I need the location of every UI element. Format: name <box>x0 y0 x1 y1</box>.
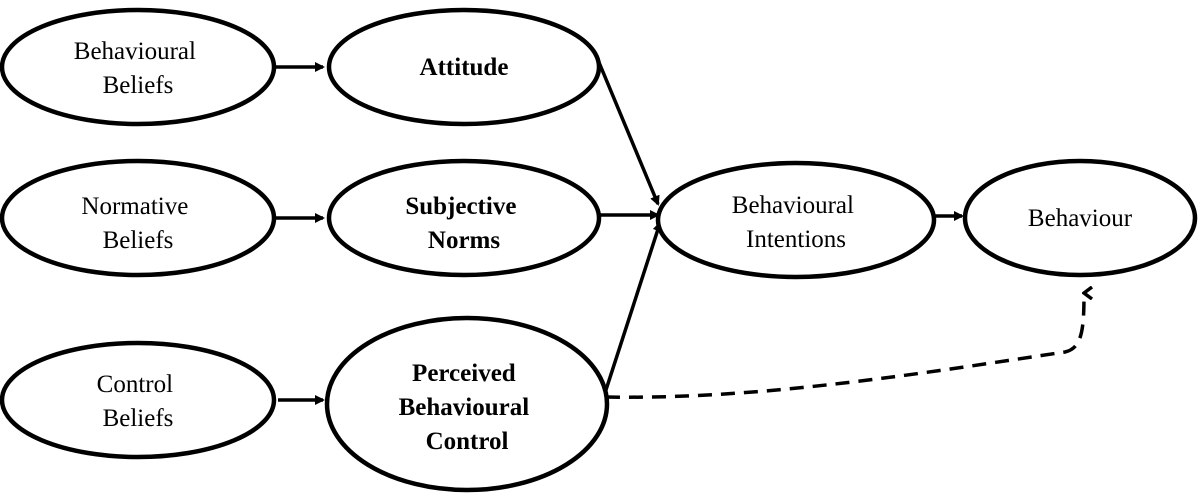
label-line: Behavioural <box>732 192 854 219</box>
label-line: Control <box>426 428 509 455</box>
label-line: Norms <box>428 227 500 254</box>
label-line: Attitude <box>420 54 509 81</box>
label-line: Beliefs <box>103 72 174 99</box>
node-behavioural-beliefs-label: Behavioural Beliefs <box>74 38 202 99</box>
edges-layer <box>276 59 1084 405</box>
node-normative-beliefs-label: Normative Beliefs <box>81 193 194 254</box>
label-line: Behavioural <box>399 394 530 421</box>
label-line: Perceived <box>412 360 516 387</box>
node-control-beliefs: Control Beliefs <box>0 340 277 460</box>
node-behavioural-intentions: Behavioural Intentions <box>655 160 937 280</box>
label-line: Beliefs <box>103 227 174 254</box>
node-attitude-label: Attitude <box>420 54 509 81</box>
label-line: Normative <box>81 193 188 220</box>
node-perceived-behavioural-control: Perceived Behavioural Control <box>324 315 610 493</box>
edge-perceived-control-to-behaviour-dashed <box>605 293 1084 399</box>
node-subjective-norms-label: Subjective Norms <box>405 193 522 254</box>
label-line: Beliefs <box>103 405 174 432</box>
node-behaviour-label: Behaviour <box>1028 205 1133 232</box>
label-line: Intentions <box>746 226 846 253</box>
label-line: Behavioural <box>74 38 196 65</box>
label-line: Control <box>97 371 173 398</box>
node-behavioural-beliefs: Behavioural Beliefs <box>0 7 277 127</box>
node-behaviour: Behaviour <box>962 158 1198 278</box>
node-attitude: Attitude <box>326 7 602 127</box>
edge-attitude-to-behavioural-intentions <box>596 59 660 206</box>
node-perceived-behavioural-control-label: Perceived Behavioural Control <box>399 360 536 455</box>
edge-perceived-control-to-behavioural-intentions <box>602 221 663 397</box>
node-control-beliefs-label: Control Beliefs <box>97 371 180 432</box>
label-line: Behaviour <box>1028 205 1133 232</box>
node-subjective-norms: Subjective Norms <box>326 158 602 278</box>
node-behavioural-intentions-label: Behavioural Intentions <box>732 192 860 253</box>
node-normative-beliefs: Normative Beliefs <box>0 158 277 278</box>
label-line: Subjective <box>405 193 516 220</box>
